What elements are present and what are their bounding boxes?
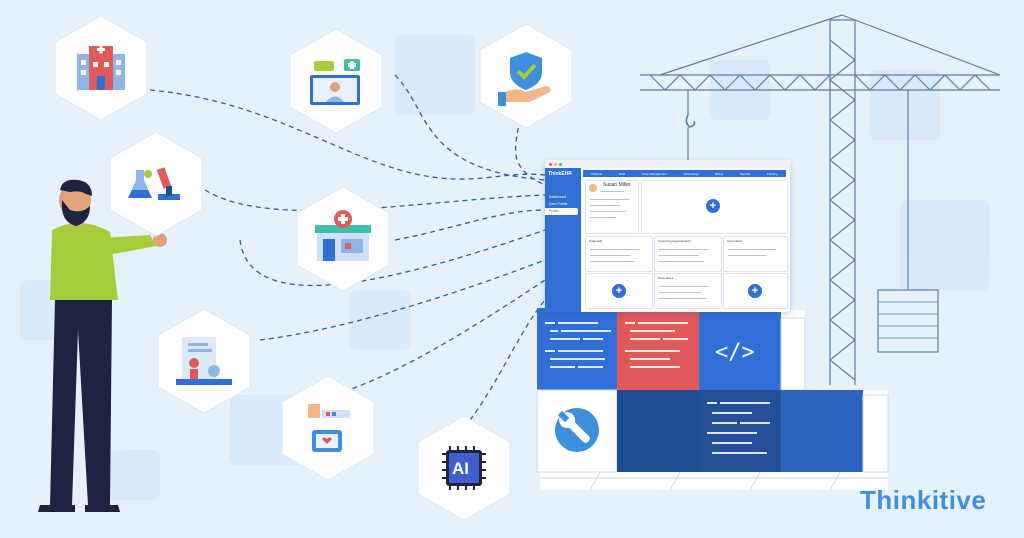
tab-care-management[interactable]: Care Management bbox=[641, 171, 667, 176]
person-figure bbox=[38, 179, 167, 512]
patient-profile-card bbox=[585, 180, 639, 234]
pharmacy-hex bbox=[287, 183, 399, 295]
minimize-dot-icon bbox=[554, 162, 557, 166]
app-brand: ThinkEHR bbox=[548, 171, 572, 177]
tab-patients[interactable]: Patients bbox=[591, 171, 603, 176]
patient-name: Susan Miller bbox=[603, 182, 631, 188]
wrench-icon bbox=[555, 408, 599, 452]
appointments-card: Upcoming Appointments bbox=[654, 236, 722, 272]
protection-hex bbox=[470, 20, 582, 132]
tab-training[interactable]: Training bbox=[766, 171, 778, 176]
report-hex bbox=[148, 305, 260, 417]
window-titlebar bbox=[545, 160, 790, 168]
card-title: Upcoming Appointments bbox=[658, 239, 691, 243]
tab-billing[interactable]: Billing bbox=[715, 171, 724, 176]
app-window: ThinkEHR Dashboard Care Profile Profile … bbox=[545, 160, 790, 312]
hospital-hex bbox=[45, 12, 157, 124]
sidebar-item-profile[interactable]: Profile bbox=[545, 208, 578, 215]
protection-shield-icon bbox=[479, 23, 573, 129]
app-tabs: Patients EHR Care Management Scheduling … bbox=[583, 170, 786, 177]
card-title: Procedures bbox=[658, 276, 674, 280]
card-title: Care Notes bbox=[727, 239, 743, 243]
connection-lines bbox=[149, 74, 546, 421]
thinkitive-logo: Thinkitive bbox=[860, 485, 987, 515]
pharmacy-store-icon bbox=[296, 186, 390, 292]
crane bbox=[640, 14, 1001, 385]
hospital-icon bbox=[54, 15, 148, 121]
medical-report-icon bbox=[157, 308, 251, 414]
add-widget-card-large[interactable]: + bbox=[641, 180, 788, 234]
lab-research-icon bbox=[109, 131, 203, 237]
procedures-card: Procedures bbox=[654, 273, 722, 309]
add-widget-card-left[interactable]: + bbox=[585, 273, 653, 309]
sidebar-item-dashboard[interactable]: Dashboard bbox=[549, 195, 567, 199]
add-widget-card-right[interactable]: + bbox=[723, 273, 788, 309]
code-brackets-icon: </> bbox=[715, 340, 755, 365]
tab-scheduling[interactable]: Scheduling bbox=[683, 171, 699, 176]
telehealth-hex bbox=[280, 25, 392, 137]
add-icon[interactable]: + bbox=[706, 199, 720, 213]
telehealth-icon bbox=[289, 28, 383, 134]
card-title: Diagnosis bbox=[589, 239, 603, 243]
analytics-hex bbox=[272, 372, 384, 484]
maximize-dot-icon bbox=[559, 162, 562, 166]
avatar bbox=[589, 184, 597, 192]
lab-hex bbox=[100, 128, 212, 240]
health-analytics-icon bbox=[281, 375, 375, 481]
ai-chip-icon bbox=[417, 415, 511, 521]
sidebar-item-care-profile[interactable]: Care Profile bbox=[549, 202, 568, 206]
diagnosis-card: Diagnosis bbox=[585, 236, 653, 272]
add-icon[interactable]: + bbox=[748, 284, 762, 298]
tab-reports[interactable]: Reports bbox=[739, 171, 751, 176]
add-icon[interactable]: + bbox=[612, 284, 626, 298]
close-dot-icon bbox=[549, 162, 552, 166]
building-blocks bbox=[536, 308, 889, 491]
ai-chip-label: AI bbox=[452, 459, 469, 478]
app-sidebar: ThinkEHR Dashboard Care Profile Profile bbox=[545, 168, 581, 312]
tab-ehr[interactable]: EHR bbox=[618, 171, 626, 176]
ai-hex: AI bbox=[408, 412, 520, 524]
care-notes-card: Care Notes bbox=[723, 236, 788, 272]
